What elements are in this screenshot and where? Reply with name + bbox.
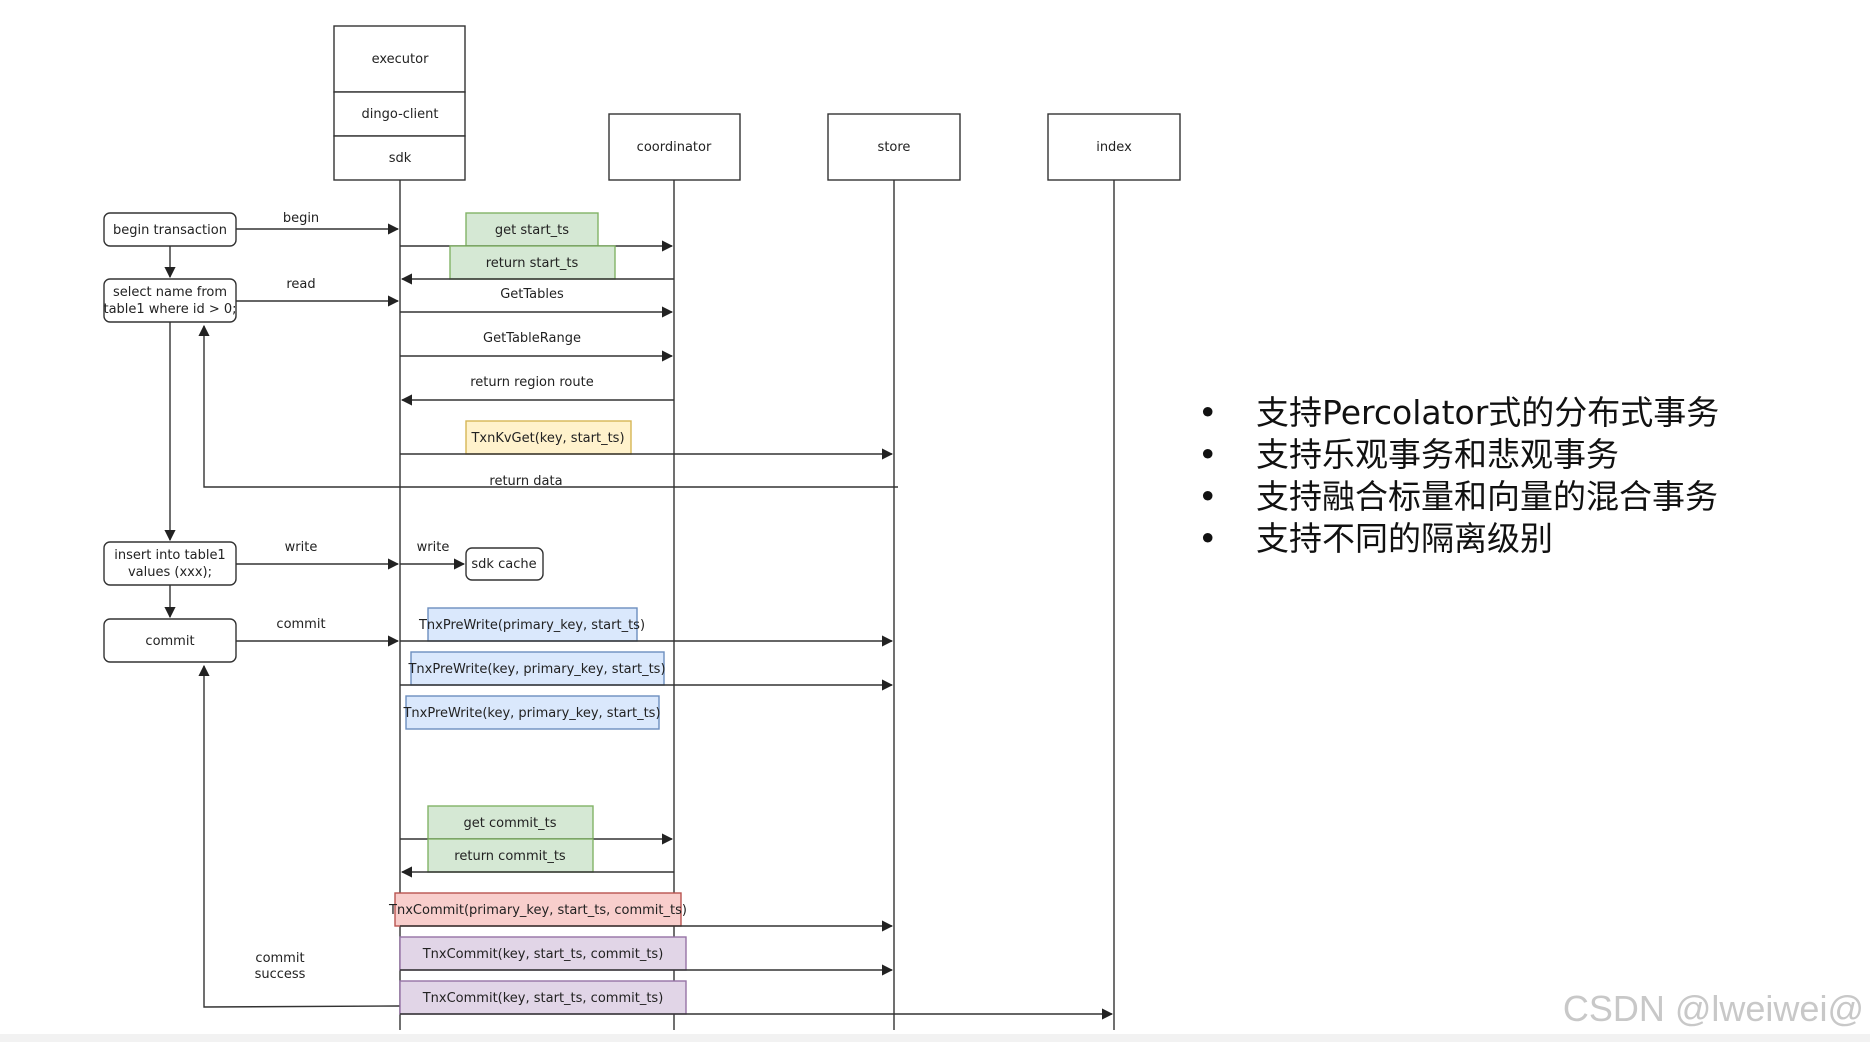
txn-kv-get-label: TxnKvGet(key, start_ts) (470, 431, 624, 446)
read-label: read (286, 277, 315, 292)
return-commit-ts-label: return commit_ts (454, 849, 566, 864)
cluster-messages: get start_ts return start_ts GetTables G… (388, 212, 1114, 1020)
return-data-label: return data (489, 474, 562, 489)
select-statement-line2: table1 where id > 0; (103, 302, 236, 317)
feature-item-hybrid-transaction: 支持融合标量和向量的混合事务 (1190, 476, 1719, 518)
prewrite-key-2-label: TnxPreWrite(key, primary_key, start_ts) (402, 706, 660, 721)
commit-label: commit (276, 617, 325, 632)
feature-item-percolator: 支持Percolator式的分布式事务 (1190, 392, 1719, 434)
sql-steps: begin transaction select name from table… (103, 212, 544, 663)
sdk-box (333, 135, 466, 181)
participant-coordinator: coordinator (608, 113, 741, 181)
client-message-labels: begin read write write commit commit suc… (255, 211, 450, 982)
begin-transaction-label: begin transaction (113, 223, 227, 238)
participant-index: index (1047, 113, 1181, 181)
write-cache-label: write (417, 540, 450, 555)
executor-box (333, 25, 466, 93)
return-start-ts-label: return start_ts (486, 256, 579, 271)
participant-store: store (827, 113, 961, 181)
index-label: index (1096, 140, 1132, 155)
get-tables-label: GetTables (500, 287, 564, 302)
commit-key-store-label: TnxCommit(key, start_ts, commit_ts) (422, 947, 664, 962)
insert-statement-line1: insert into table1 (114, 548, 225, 563)
sdk-cache-box (465, 547, 544, 581)
commit-key-store-box (399, 936, 687, 971)
csdn-watermark: CSDN @lweiwei@ (1562, 988, 1864, 1029)
return-commit-ts-box (427, 838, 594, 873)
return-data-to-select-arrow (198, 324, 898, 488)
commit-key-index-label: TnxCommit(key, start_ts, commit_ts) (422, 991, 664, 1006)
store-box (827, 113, 961, 181)
write-label: write (285, 540, 318, 555)
begin-label: begin (283, 211, 319, 226)
dingo-client-label: dingo-client (362, 107, 439, 122)
coordinator-box (608, 113, 741, 181)
commit-primary-label: TnxCommit(primary_key, start_ts, commit_… (388, 903, 687, 918)
commit-success-label-line1: commit (255, 951, 304, 966)
get-commit-ts-box (427, 805, 594, 840)
feature-item-optimistic-pessimistic: 支持乐观事务和悲观事务 (1190, 434, 1719, 476)
feature-item-isolation-levels: 支持不同的隔离级别 (1190, 518, 1719, 560)
dingo-client-box (333, 91, 466, 137)
sdk-cache-label: sdk cache (471, 557, 536, 572)
lifelines (399, 180, 1115, 1030)
bottom-strip (0, 1034, 1870, 1042)
commit-key-index-box (399, 980, 687, 1015)
executor-label: executor (372, 52, 429, 67)
prewrite-key-1-box (410, 651, 665, 686)
select-statement-line1: select name from (113, 285, 227, 300)
sdk-label: sdk (389, 151, 412, 166)
commit-success-arrow (198, 664, 401, 1008)
index-box (1047, 113, 1181, 181)
store-label: store (878, 140, 911, 155)
get-commit-ts-label: get commit_ts (464, 816, 557, 831)
feature-list: 支持Percolator式的分布式事务 支持乐观事务和悲观事务 支持融合标量和向… (1190, 392, 1719, 560)
insert-statement-line2: values (xxx); (128, 565, 212, 580)
prewrite-primary-label: TnxPreWrite(primary_key, start_ts) (418, 618, 645, 633)
coordinator-label: coordinator (637, 140, 712, 155)
client-messages (198, 223, 898, 1008)
get-table-range-label: GetTableRange (483, 331, 581, 346)
get-start-ts-box (465, 212, 599, 247)
commit-primary-box (394, 892, 682, 927)
commit-statement-label: commit (145, 634, 194, 649)
txn-kv-get-box (465, 420, 632, 455)
commit-success-label-line2: success (255, 967, 306, 982)
return-region-route-label: return region route (470, 375, 593, 390)
participant-executor-stack: executor dingo-client sdk (333, 25, 466, 181)
return-start-ts-box (449, 245, 616, 280)
prewrite-key-2-box (405, 695, 660, 730)
get-start-ts-label: get start_ts (495, 223, 569, 238)
prewrite-key-1-label: TnxPreWrite(key, primary_key, start_ts) (407, 662, 665, 677)
